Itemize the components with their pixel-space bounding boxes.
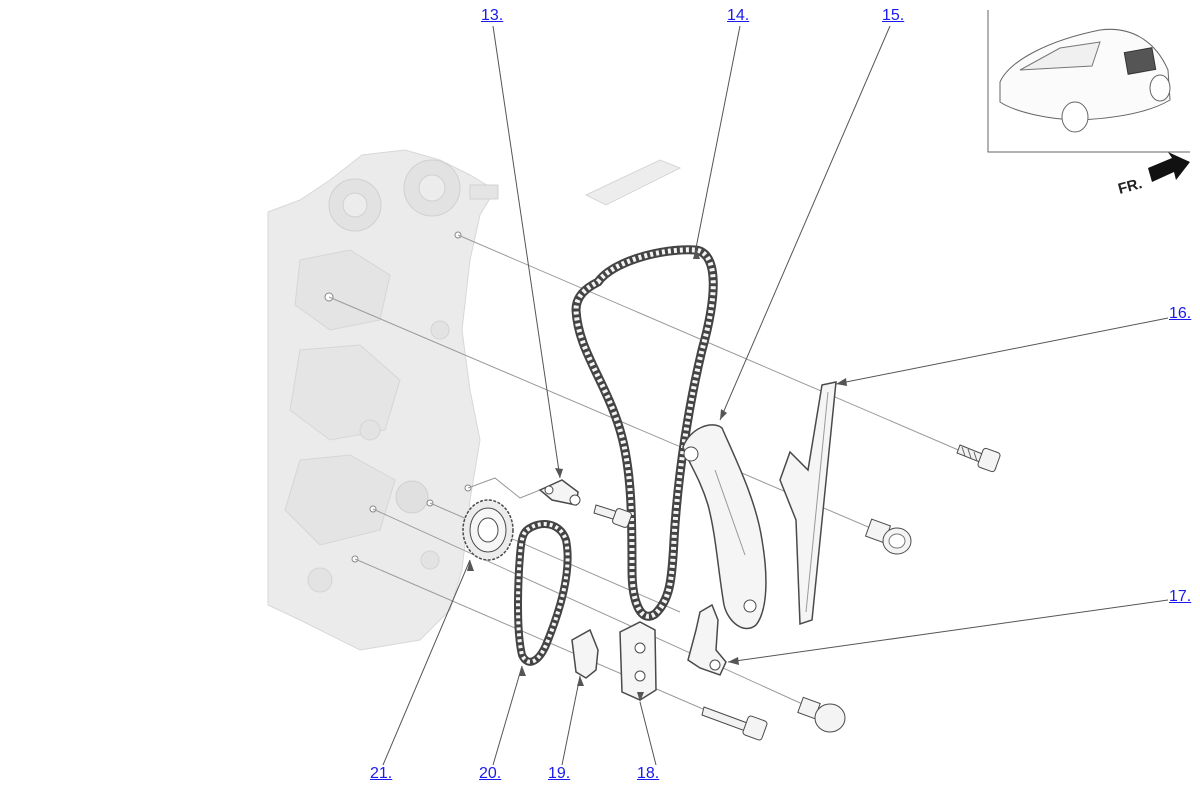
tensioner-bolt-small: [593, 504, 632, 528]
hydraulic-tensioner: [619, 621, 657, 701]
tensioner-guide: [682, 424, 767, 630]
callout-15[interactable]: 15.: [882, 7, 905, 24]
forward-direction-arrow-icon: [1148, 152, 1190, 182]
callout-21[interactable]: 21.: [370, 765, 393, 782]
callout-20[interactable]: 20.: [479, 765, 502, 782]
pivot-bolt: [864, 518, 912, 555]
callout-14[interactable]: 14.: [727, 7, 750, 24]
primary-timing-chain: [571, 245, 718, 621]
guide-bolt: [956, 444, 1001, 473]
balancer-chain: [514, 520, 572, 666]
callout-18[interactable]: 18.: [637, 765, 660, 782]
crankshaft-sprocket: [462, 499, 514, 561]
leader-arrowheads: [467, 248, 847, 702]
balancer-chain-tensioner: [538, 479, 581, 506]
balancer-chain-guide: [571, 628, 599, 679]
fixed-chain-guide: [779, 381, 837, 626]
tensioner-mounting-bolt: [701, 706, 768, 741]
tensioner-lever: [687, 603, 727, 676]
leader-lines: [382, 25, 1169, 766]
lever-pivot-bolt: [797, 696, 846, 733]
callout-16[interactable]: 16.: [1169, 305, 1192, 322]
callout-17[interactable]: 17.: [1169, 588, 1192, 605]
callout-19[interactable]: 19.: [548, 765, 571, 782]
engine-block: [267, 149, 682, 651]
vehicle-locator-inset: [987, 10, 1190, 153]
callout-13[interactable]: 13.: [481, 7, 504, 24]
